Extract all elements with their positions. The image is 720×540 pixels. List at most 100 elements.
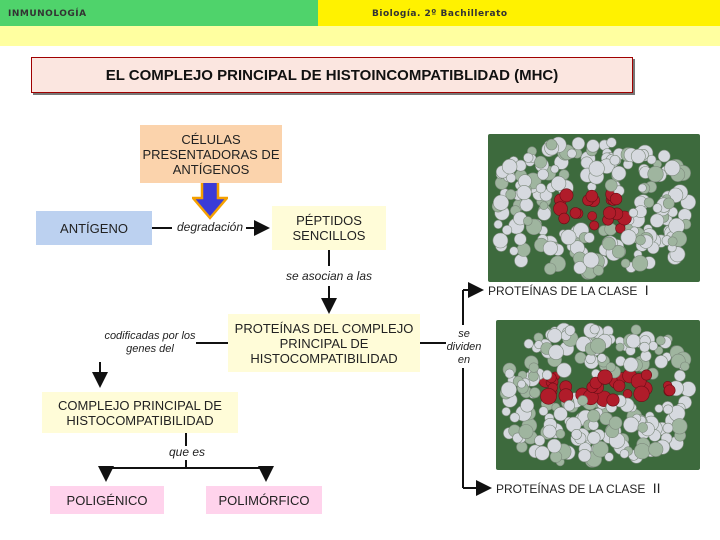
molecule-atom bbox=[558, 212, 570, 225]
molecule-atom bbox=[588, 160, 605, 177]
molecule-atom bbox=[655, 335, 666, 346]
molecule-atom bbox=[620, 229, 637, 246]
molecule-atom bbox=[517, 379, 526, 389]
molecule-atom bbox=[652, 203, 663, 213]
molecule-atom bbox=[623, 416, 640, 433]
molecule-atom bbox=[577, 449, 592, 463]
node-mhc-proteins: PROTEÍNAS DEL COMPLEJO PRINCIPAL DE HIST… bbox=[228, 314, 420, 372]
molecule-atom bbox=[541, 369, 553, 381]
molecule-atom bbox=[663, 384, 676, 397]
molecule-atom bbox=[649, 213, 665, 228]
molecule-atom bbox=[545, 138, 558, 151]
molecule-atom bbox=[637, 422, 648, 433]
molecule-atom bbox=[654, 355, 668, 369]
molecule-atom bbox=[593, 264, 604, 276]
molecule-atom bbox=[663, 197, 675, 210]
node-peptides: PÉPTIDOS SENCILLOS bbox=[272, 206, 386, 250]
molecule-atom bbox=[604, 452, 614, 462]
header-strip bbox=[0, 26, 720, 46]
edge-label-associate: se asocian a las bbox=[285, 269, 373, 283]
node-apc: CÉLULAS PRESENTADORAS DE ANTÍGENOS bbox=[140, 125, 282, 183]
molecule-atom bbox=[534, 445, 550, 461]
molecule-atom bbox=[603, 206, 617, 220]
node-class2: PROTEÍNAS DE LA CLASE II bbox=[496, 481, 661, 496]
molecule-atom bbox=[528, 362, 539, 373]
molecule-atom bbox=[647, 165, 664, 183]
molecule-atom bbox=[620, 258, 631, 269]
molecule-atom bbox=[611, 165, 627, 181]
molecule-atom bbox=[519, 198, 534, 212]
molecule-atom bbox=[493, 219, 503, 229]
molecule-atom bbox=[501, 406, 511, 417]
molecule-atom bbox=[571, 429, 582, 440]
molecule-atom bbox=[535, 183, 547, 194]
molecule-atom bbox=[523, 216, 533, 226]
molecule-atom bbox=[509, 412, 520, 423]
molecule-atom bbox=[534, 435, 546, 447]
molecule-atom bbox=[637, 183, 647, 193]
header-left-band bbox=[0, 0, 318, 26]
molecule-atom bbox=[547, 438, 562, 454]
protein-molecule-icon bbox=[496, 320, 700, 470]
molecule-atom bbox=[605, 362, 616, 372]
molecule-atom bbox=[585, 189, 599, 203]
molecule-atom bbox=[673, 369, 686, 382]
node-antigen: ANTÍGENO bbox=[36, 211, 152, 245]
molecule-atom bbox=[662, 422, 674, 434]
molecule-atom bbox=[523, 338, 534, 349]
molecule-atom bbox=[542, 240, 558, 256]
molecule-atom bbox=[609, 154, 621, 166]
class1-numeral: I bbox=[644, 282, 649, 298]
molecule-atom bbox=[513, 232, 527, 246]
molecule-atom bbox=[516, 185, 532, 201]
molecule-atom bbox=[635, 234, 646, 246]
molecule-atom bbox=[539, 201, 549, 210]
molecule-atom bbox=[631, 255, 649, 272]
molecule-atom bbox=[634, 443, 651, 460]
molecule-atom bbox=[587, 409, 601, 423]
molecule-atom bbox=[571, 136, 585, 151]
class2-numeral: II bbox=[652, 480, 661, 496]
molecule-atom bbox=[505, 189, 517, 200]
molecule-atom bbox=[555, 429, 566, 439]
molecule-atom bbox=[528, 370, 539, 382]
molecule-atom bbox=[547, 328, 563, 344]
molecule-atom bbox=[680, 361, 690, 371]
page-title: EL COMPLEJO PRINCIPAL DE HISTOINCOMPATIB… bbox=[31, 57, 633, 93]
molecule-atom bbox=[592, 440, 609, 458]
molecule-atom bbox=[553, 406, 568, 422]
molecule-atom bbox=[492, 232, 509, 249]
thick-down-arrow-icon bbox=[192, 180, 228, 220]
molecule-atom bbox=[534, 155, 547, 169]
molecule-atom bbox=[583, 232, 595, 244]
node-class1: PROTEÍNAS DE LA CLASE I bbox=[488, 283, 649, 298]
molecule-atom bbox=[506, 172, 517, 183]
edge-label-which-is: que es bbox=[168, 445, 206, 459]
molecule-atom bbox=[630, 148, 646, 164]
molecule-atom bbox=[587, 431, 601, 445]
molecule-atom bbox=[563, 399, 576, 412]
molecule-atom bbox=[602, 236, 616, 251]
molecule-atom bbox=[501, 158, 518, 175]
header-subject: INMUNOLOGÍA bbox=[8, 9, 87, 19]
molecule-atom bbox=[586, 139, 600, 153]
molecule-atom bbox=[548, 344, 564, 360]
molecule-atom bbox=[639, 341, 650, 353]
molecule-atom bbox=[529, 387, 541, 399]
molecule-atom bbox=[663, 404, 673, 415]
molecule-atom bbox=[550, 164, 559, 174]
molecule-atom bbox=[615, 342, 625, 352]
header-course: Biología. 2º Bachillerato bbox=[372, 9, 508, 19]
molecule-atom bbox=[589, 220, 600, 231]
molecule-atom bbox=[542, 424, 557, 439]
molecule-atom bbox=[630, 324, 642, 336]
class2-label: PROTEÍNAS DE LA CLASE bbox=[496, 482, 646, 496]
molecule-atom bbox=[544, 262, 557, 275]
class1-label: PROTEÍNAS DE LA CLASE bbox=[488, 284, 638, 298]
molecule-atom bbox=[597, 369, 613, 385]
molecule-atom bbox=[502, 224, 513, 236]
molecule-atom bbox=[633, 385, 650, 402]
molecule-atom bbox=[597, 353, 607, 363]
molecule-atom bbox=[564, 325, 576, 336]
